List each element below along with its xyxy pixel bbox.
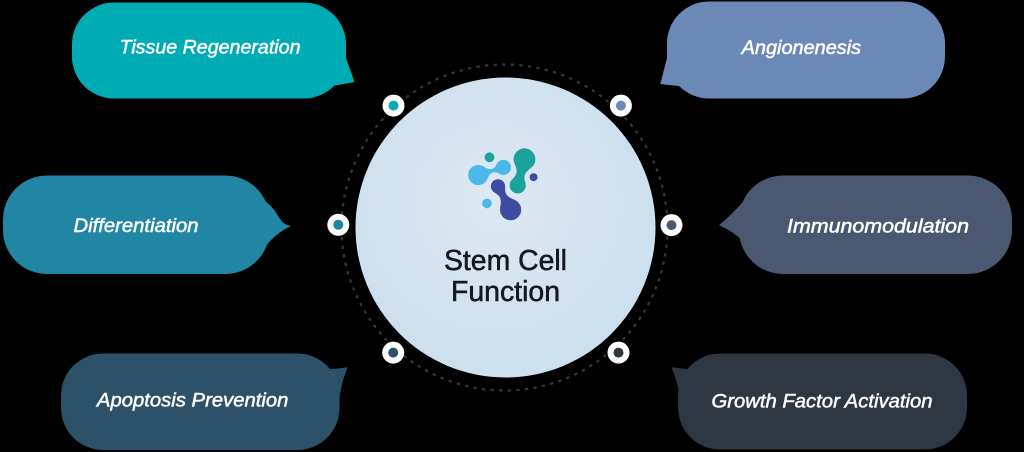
svg-text:Tissue Regeneration: Tissue Regeneration (120, 37, 301, 58)
svg-text:Growth Factor Activation: Growth Factor Activation (712, 392, 933, 413)
svg-text:Stem Cell: Stem Cell (444, 245, 567, 277)
svg-text:Function: Function (451, 276, 560, 308)
svg-text:Apoptosis Prevention: Apoptosis Prevention (96, 391, 289, 412)
svg-text:Differentiation: Differentiation (74, 216, 199, 237)
svg-text:Angionenesis: Angionenesis (741, 38, 862, 59)
svg-text:Immunomodulation: Immunomodulation (787, 216, 969, 237)
